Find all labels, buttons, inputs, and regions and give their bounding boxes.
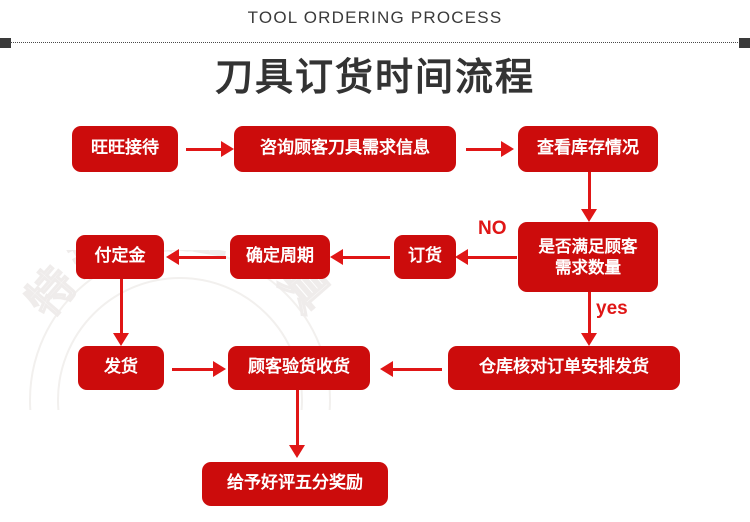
- node-give-five-star-review-reward[interactable]: 给予好评五分奖励: [202, 462, 388, 506]
- divider-cap-left: [0, 38, 11, 48]
- arrow-n1-to-n2: [186, 140, 234, 158]
- arrow-n5-to-n6: [330, 248, 390, 266]
- node-confirm-lead-time[interactable]: 确定周期: [230, 235, 330, 279]
- node-check-inventory[interactable]: 查看库存情况: [518, 126, 658, 172]
- node-decision-meets-customer-quantity[interactable]: 是否满足顾客 需求数量: [518, 222, 658, 292]
- node-wangwang-reception[interactable]: 旺旺接待: [72, 126, 178, 172]
- node-warehouse-verify-arrange-shipment[interactable]: 仓库核对订单安排发货: [448, 346, 680, 390]
- divider-dotted-line: [10, 42, 740, 43]
- edge-label-no: NO: [478, 218, 507, 239]
- arrow-n6-to-n7: [166, 248, 226, 266]
- header-divider: [0, 38, 750, 48]
- arrow-n9-to-n11: [288, 390, 306, 458]
- decision-line-1: 是否满足顾客: [538, 236, 638, 256]
- arrow-n4-to-n5: [455, 248, 517, 266]
- arrow-n3-to-n4: [580, 172, 598, 222]
- decision-line-2: 需求数量: [555, 258, 621, 277]
- edge-label-yes: yes: [596, 298, 628, 319]
- node-pay-deposit[interactable]: 付定金: [76, 235, 164, 279]
- node-inquire-customer-tool-requirements[interactable]: 咨询顾客刀具需求信息: [234, 126, 456, 172]
- node-ship-goods[interactable]: 发货: [78, 346, 164, 390]
- divider-cap-right: [739, 38, 750, 48]
- arrow-n8-to-n9: [172, 360, 226, 378]
- arrow-n10-to-n9: [380, 360, 442, 378]
- arrow-n7-to-n8: [112, 279, 130, 346]
- page-eyebrow: TOOL ORDERING PROCESS: [247, 8, 503, 27]
- arrow-n2-to-n3: [466, 140, 514, 158]
- arrow-n4-to-n10: [580, 292, 598, 346]
- page-title: 刀具订货时间流程: [214, 55, 535, 99]
- node-customer-inspect-receive[interactable]: 顾客验货收货: [228, 346, 370, 390]
- node-place-order[interactable]: 订货: [394, 235, 456, 279]
